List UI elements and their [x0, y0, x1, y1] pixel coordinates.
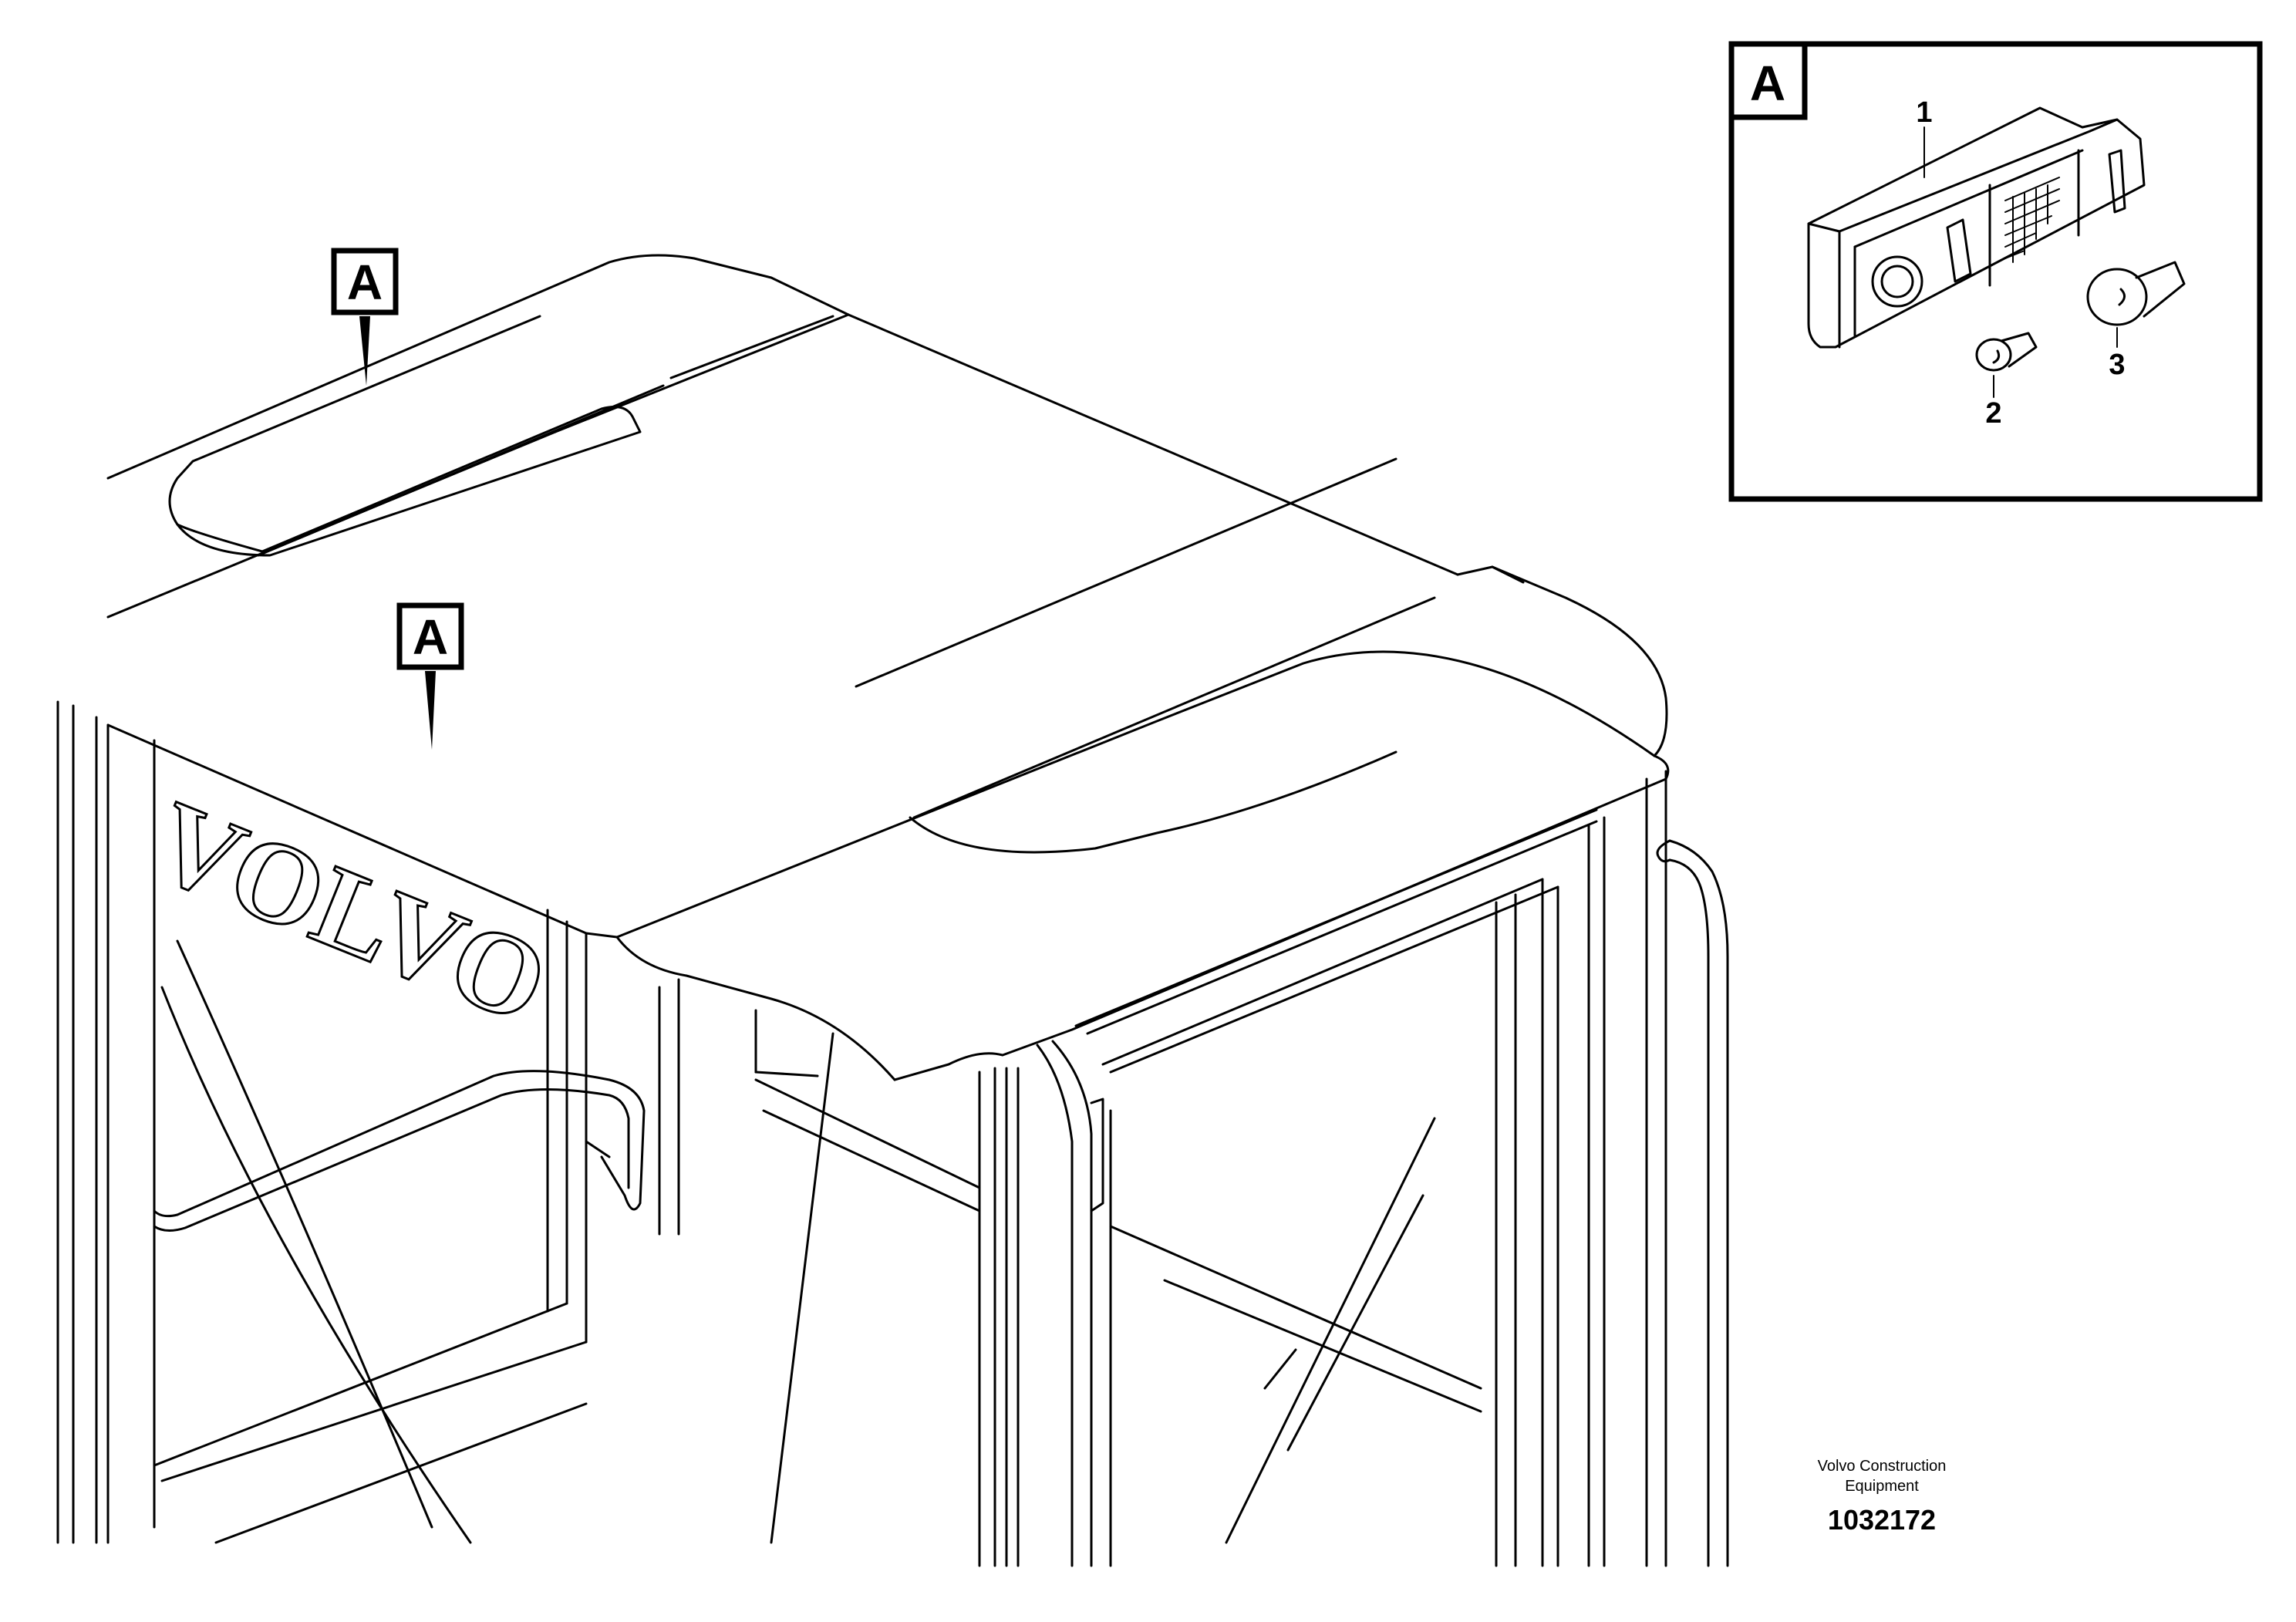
large-bulb-part	[2086, 261, 2186, 326]
company-name-line2: Equipment	[1845, 1478, 1919, 1495]
detail-inset-a: A	[1728, 41, 2263, 502]
item-number-1: 1	[1916, 96, 1932, 129]
item-number-2: 2	[1985, 397, 2001, 430]
callout-a-upper: A	[331, 248, 399, 386]
interior-lamp-part	[1807, 106, 2146, 349]
drawing-number: 1032172	[1828, 1504, 1936, 1536]
company-name-line1: Volvo Construction	[1818, 1458, 1947, 1475]
cab-front-frame	[978, 770, 1729, 1567]
item-number-3: 3	[2109, 349, 2125, 381]
svg-text:A: A	[413, 609, 448, 665]
cab-roof	[106, 254, 1670, 1081]
footer-block: Volvo Construction Equipment 1032172	[1818, 1458, 1947, 1536]
volvo-logo: VOLVO	[137, 777, 565, 1049]
svg-text:A: A	[347, 255, 383, 310]
small-bulb-part	[1975, 332, 2038, 372]
cab-left-wall	[56, 700, 981, 1544]
callout-a-lower: A	[396, 602, 464, 750]
svg-text:A: A	[1750, 56, 1785, 111]
